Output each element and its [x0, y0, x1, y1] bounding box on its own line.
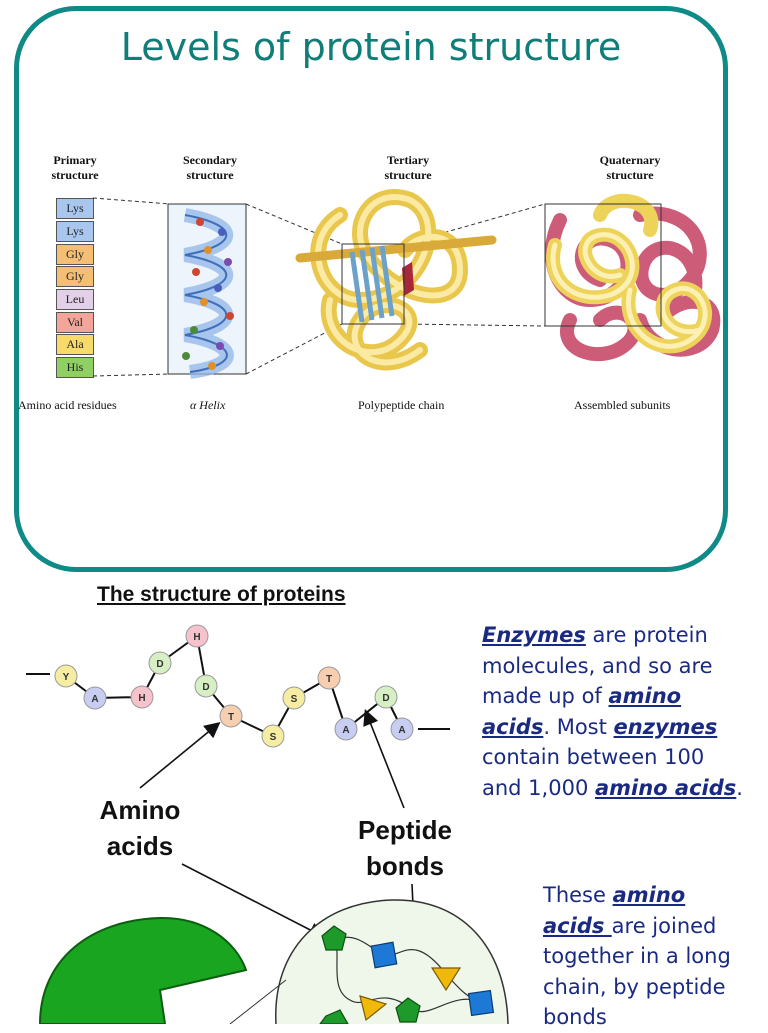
chain-bead-letter: H	[138, 693, 145, 704]
chain-bead: A	[83, 686, 107, 710]
chain-bead-letter: S	[270, 732, 277, 743]
chain-bead-letter: A	[398, 725, 405, 736]
residue-box: Lys	[56, 221, 94, 242]
quaternary-caption: Assembled subunits	[574, 398, 671, 412]
chain-bead: H	[185, 624, 209, 648]
chain-bead-letter: T	[228, 712, 234, 723]
secondary-heading-line2: structure	[186, 168, 234, 182]
amino-acids-arrow	[139, 721, 221, 789]
para1-line6-text: and 1,000	[482, 775, 595, 800]
primary-heading-line1: Primary	[53, 153, 97, 167]
para1-line1-text: are protein	[585, 623, 708, 647]
residue-box: His	[56, 357, 94, 378]
residue-box: Gly	[56, 266, 94, 287]
peptide-bonds-label: Peptide bonds	[340, 812, 470, 884]
peptide-bonds-label-line1: Peptide	[358, 815, 452, 845]
chain-bead: D	[194, 674, 218, 698]
amino-acids-label-line2: acids	[106, 831, 174, 861]
enzyme-shape	[38, 916, 248, 1024]
para1-line1: Enzymes are protein	[482, 620, 766, 651]
para1-line4-text: . Most	[543, 714, 614, 739]
kw-amino-acids: amino acids	[594, 775, 737, 800]
para2-line2: acids are joined	[543, 911, 765, 942]
chain-bead-letter: D	[156, 659, 163, 670]
para2-line2-text: are joined	[611, 913, 717, 938]
chain-bead-letter: H	[193, 632, 200, 643]
amino-acids-arrow-lower	[181, 863, 325, 938]
quaternary-heading-line1: Quaternary	[599, 153, 661, 167]
para1-line3: made up of amino	[482, 681, 766, 712]
residue-box: Gly	[56, 244, 94, 265]
chain-bead: T	[317, 666, 341, 690]
chain-bead: S	[261, 724, 285, 748]
para1-line4: acids. Most enzymes	[482, 712, 766, 743]
chain-bead-letter: D	[202, 682, 209, 693]
chain-bead: H	[130, 685, 154, 709]
para2-line1: These amino	[543, 880, 765, 911]
para2-line4: chain, by peptide	[543, 974, 726, 999]
residue-box: Ala	[56, 334, 94, 355]
para2-line1-text: These	[543, 883, 613, 907]
panel-title: Levels of protein structure	[120, 25, 622, 69]
para2-line3: together in a long	[543, 944, 731, 968]
residue-box: Lys	[56, 198, 94, 219]
tertiary-heading-line1: Tertiary	[386, 153, 430, 167]
peptide-bonds-arrow-lower	[407, 883, 424, 976]
primary-caption: Amino acid residues	[18, 398, 117, 412]
para1-line5: contain between 100	[482, 745, 705, 769]
chain-bead: D	[374, 685, 398, 709]
chain-bead: D	[148, 651, 172, 675]
chain-bead-letter: D	[382, 693, 389, 704]
kw-acids: acids	[482, 714, 544, 739]
chain-bead-letter: A	[91, 694, 98, 705]
chain-bead-letter: Y	[63, 672, 70, 683]
kw-amino: amino	[608, 684, 682, 708]
chain-bead-letter: A	[342, 725, 349, 736]
chain-bead-letter: S	[291, 694, 298, 705]
chain-bead-letter: T	[326, 674, 332, 685]
kw-acids-2: acids	[543, 913, 612, 938]
chain-bead: T	[219, 704, 243, 728]
kw-amino-2: amino	[612, 883, 686, 907]
para1-line6-end: .	[736, 775, 743, 800]
residue-box: Leu	[56, 289, 94, 310]
secondary-caption: α Helix	[190, 398, 226, 412]
chain-bead: A	[390, 717, 414, 741]
peptide-bonds-arrow	[363, 709, 405, 809]
para1-line2: molecules, and so are	[482, 653, 713, 678]
section-title: The structure of proteins	[97, 583, 346, 606]
primary-heading: Primary structure	[38, 153, 112, 183]
protein-levels-panel: Levels of protein structure	[14, 6, 728, 572]
peptide-bonds-label-line2: bonds	[366, 851, 444, 881]
para2-line5: bonds	[543, 1005, 607, 1029]
chain-bead: S	[282, 686, 306, 710]
chain-bead: A	[334, 717, 358, 741]
chain-bead: Y	[54, 664, 78, 688]
secondary-heading: Secondary structure	[168, 153, 252, 183]
magnified-chain-circle	[229, 899, 509, 1024]
para1-line6: and 1,000 amino acids.	[482, 773, 766, 804]
kw-enzymes-2: enzymes	[613, 714, 718, 739]
para1-line3-text: made up of	[482, 684, 609, 708]
amino-acids-label-line1: Amino	[99, 795, 181, 825]
amino-acids-label: Amino acids	[80, 792, 200, 864]
joined-paragraph: These amino acids are joined together in…	[543, 880, 765, 1033]
enzymes-paragraph: Enzymes are protein molecules, and so ar…	[482, 620, 766, 803]
tertiary-heading-line2: structure	[384, 168, 432, 182]
tertiary-heading: Tertiary structure	[368, 153, 448, 183]
kw-enzymes: Enzymes	[482, 623, 586, 647]
secondary-heading-line1: Secondary	[183, 153, 237, 167]
quaternary-heading-line2: structure	[606, 168, 654, 182]
primary-heading-line2: structure	[51, 168, 99, 182]
quaternary-heading: Quaternary structure	[580, 153, 680, 183]
tertiary-caption: Polypeptide chain	[358, 398, 445, 412]
residue-box: Val	[56, 312, 94, 333]
